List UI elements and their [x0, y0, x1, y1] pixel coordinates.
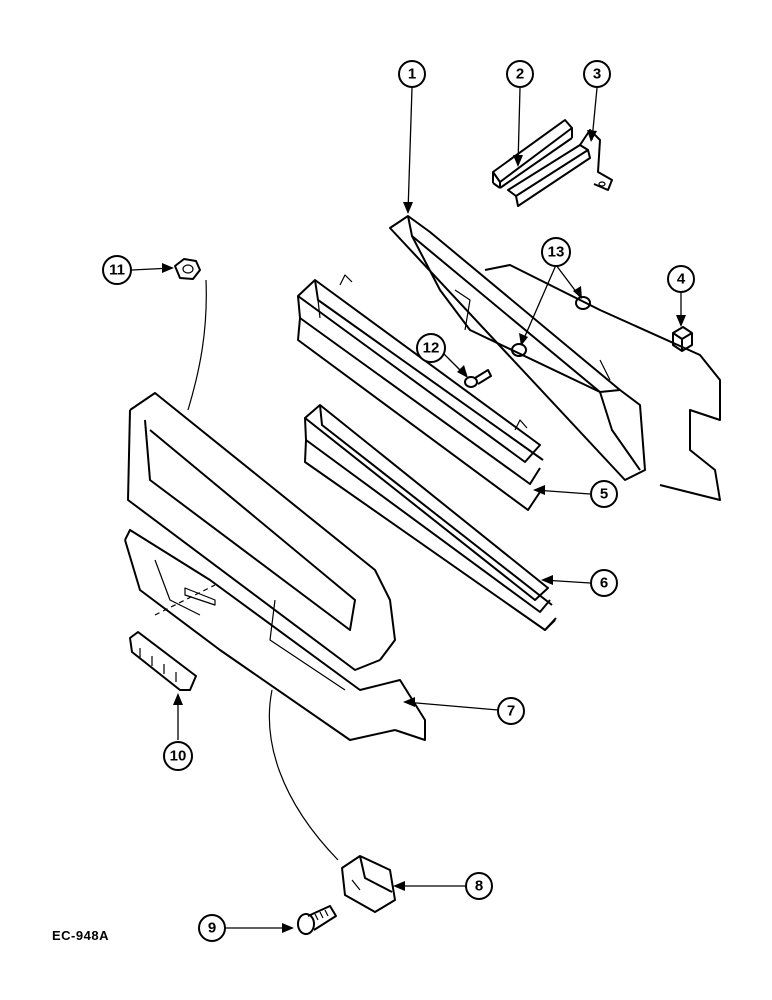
callout-2: 2	[506, 60, 534, 88]
callout-3: 3	[583, 60, 611, 88]
svg-text:6: 6	[600, 575, 608, 592]
svg-text:10: 10	[170, 748, 187, 765]
part-2-bar	[492, 119, 573, 189]
part-8-clip	[268, 689, 396, 913]
part-1-support-bracket	[389, 215, 721, 501]
part-9-bolt	[297, 905, 337, 935]
callout-5: 5	[590, 480, 618, 508]
callout-1: 1	[398, 60, 426, 88]
callout-9: 9	[198, 914, 226, 942]
part-11-nut	[174, 258, 207, 411]
part-10-connector-strip	[129, 584, 216, 691]
svg-text:11: 11	[109, 262, 125, 279]
svg-text:4: 4	[677, 271, 686, 288]
callout-6: 6	[590, 569, 618, 597]
part-12-screw	[464, 369, 492, 388]
svg-text:7: 7	[507, 703, 515, 720]
part-6-lower-louver	[304, 404, 557, 631]
callout-8: 8	[465, 872, 493, 900]
callout-12: 12	[416, 333, 446, 363]
callout-11: 11	[102, 255, 132, 285]
callout-13: 13	[541, 237, 571, 267]
part-7-grille-frame	[124, 392, 426, 741]
svg-text:2: 2	[516, 66, 524, 83]
part-5-upper-louver	[297, 274, 544, 511]
callout-10: 10	[163, 741, 193, 771]
callout-7: 7	[497, 697, 525, 725]
svg-text:5: 5	[600, 486, 608, 503]
svg-text:12: 12	[423, 340, 440, 357]
callout-4: 4	[667, 265, 695, 293]
svg-text:3: 3	[593, 66, 601, 83]
svg-text:1: 1	[408, 66, 416, 83]
leader-arrowheads	[162, 130, 686, 933]
svg-text:13: 13	[548, 244, 565, 261]
svg-text:8: 8	[475, 878, 483, 895]
part-3-angle-bracket	[507, 129, 613, 207]
leader-lines	[131, 87, 682, 929]
part-4-cube	[672, 326, 693, 352]
diagram-code-label: EC-948A	[52, 928, 109, 943]
svg-text:9: 9	[208, 920, 216, 937]
part-13-nuts	[511, 296, 591, 357]
